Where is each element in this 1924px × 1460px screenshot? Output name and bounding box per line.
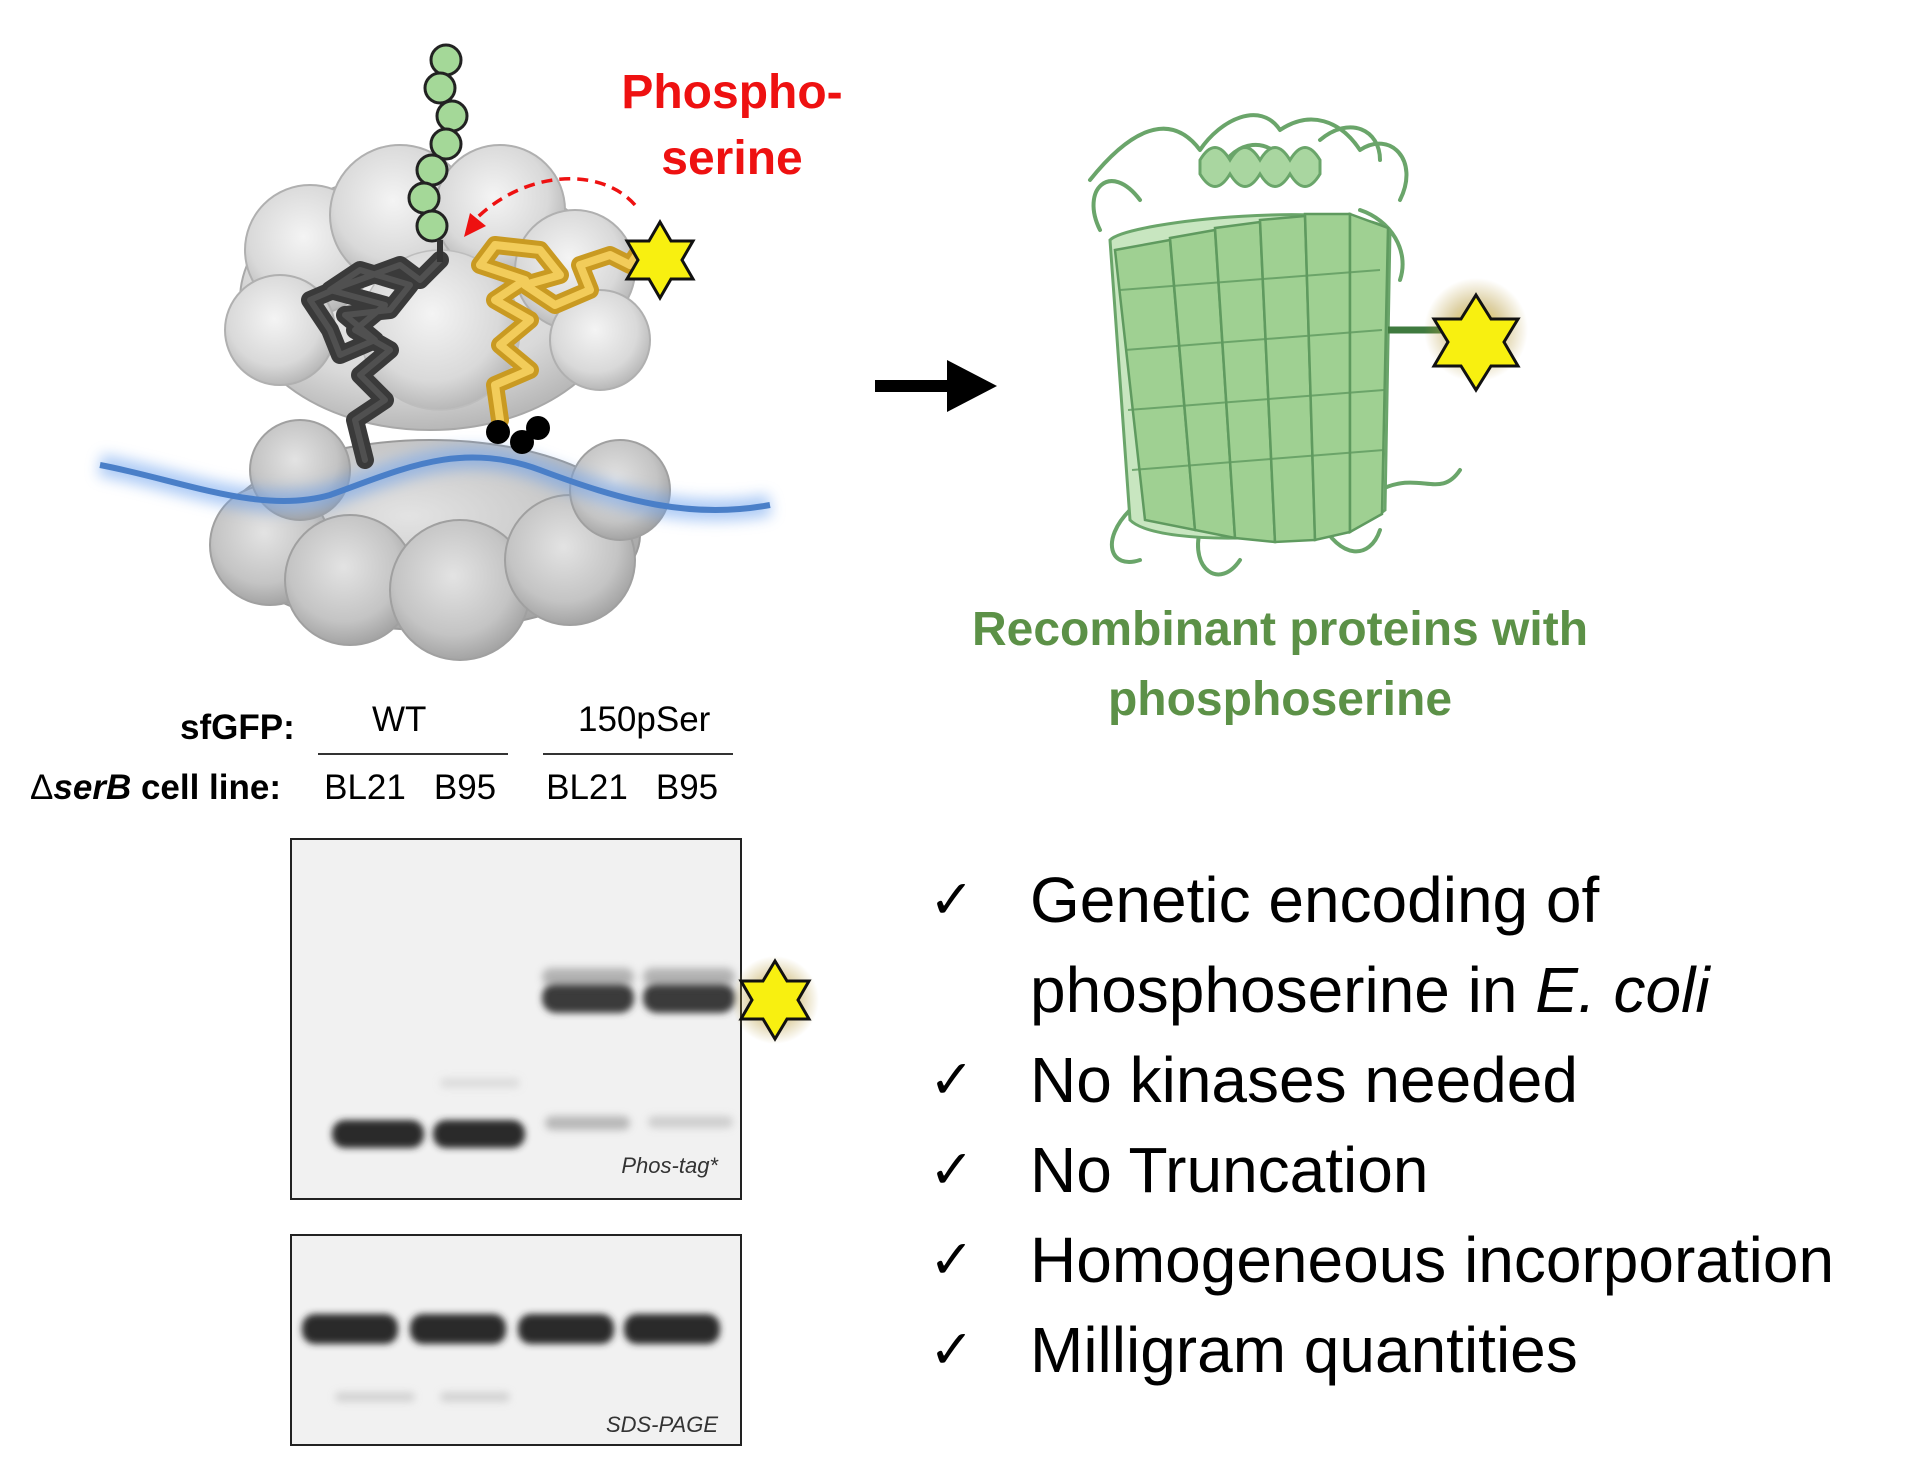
sds-band-2 bbox=[410, 1314, 506, 1344]
phos-tag-label: Phos-tag* bbox=[621, 1153, 719, 1178]
gfp-structure-illustration bbox=[1088, 113, 1528, 577]
sds-page-gel: SDS-PAGE bbox=[290, 1234, 742, 1446]
group-underline-wt bbox=[318, 753, 508, 755]
phos-tag-gel: Phos-tag* bbox=[290, 838, 742, 1200]
check-item-2-text: No kinases needed bbox=[1030, 1044, 1578, 1116]
lane-label-3: BL21 bbox=[546, 768, 628, 807]
sds-band-4 bbox=[624, 1314, 720, 1344]
check-mark-icon: ✓ bbox=[929, 1228, 975, 1291]
mrna-strand bbox=[97, 446, 773, 522]
protein-caption: Recombinant proteins with phosphoserine bbox=[900, 595, 1660, 735]
check-item-4-text: Homogeneous incorporation bbox=[1030, 1224, 1835, 1296]
check-item-4: ✓ Homogeneous incorporation bbox=[929, 1215, 1895, 1305]
gel-band-wt-b95 bbox=[433, 1120, 525, 1148]
sfgfp-label: sfGFP: bbox=[180, 708, 295, 747]
check-mark-icon: ✓ bbox=[929, 1048, 975, 1111]
check-item-1-text: Genetic encoding of bbox=[1030, 864, 1600, 936]
peptide-chain bbox=[407, 43, 469, 243]
gfp-helix bbox=[1198, 146, 1322, 188]
group-label-wt: WT bbox=[372, 700, 427, 739]
phosphate-star-ribosome bbox=[624, 219, 696, 301]
cell-line-label: ΔserB cell line: bbox=[30, 768, 281, 808]
check-mark-icon: ✓ bbox=[929, 868, 975, 931]
protein-caption-line1: Recombinant proteins with bbox=[971, 603, 1589, 656]
check-mark-icon: ✓ bbox=[929, 1318, 975, 1381]
protein-caption-line2: phosphoserine bbox=[1107, 673, 1453, 726]
check-item-1-text-line2: phosphoserine in E. coli bbox=[1030, 945, 1710, 1035]
phospho-band-star-icon bbox=[731, 956, 819, 1044]
group-label-150pser: 150pSer bbox=[578, 700, 711, 739]
check-mark-icon: ✓ bbox=[929, 1138, 975, 1201]
gel-band-wt-bl21 bbox=[332, 1120, 424, 1148]
right-arrow-icon bbox=[875, 360, 997, 412]
lane-label-4: B95 bbox=[655, 768, 719, 807]
phosphoserine-label-line2: serine bbox=[661, 132, 803, 185]
gfp-beta-barrel bbox=[1108, 212, 1392, 544]
check-item-3-text: No Truncation bbox=[1030, 1134, 1429, 1206]
cell-line-gene: serB bbox=[53, 768, 132, 807]
check-item-5-text: Milligram quantities bbox=[1030, 1314, 1578, 1386]
trna-aminoacyl bbox=[471, 236, 649, 429]
check-item-1: ✓ Genetic encoding of phosphoserine in E… bbox=[929, 855, 1895, 1035]
anticodon-dots bbox=[486, 416, 550, 454]
check-item-1-plain: phosphoserine in bbox=[1030, 954, 1536, 1026]
sds-band-3 bbox=[518, 1314, 614, 1344]
lane-label-1: BL21 bbox=[324, 768, 406, 807]
sds-page-label: SDS-PAGE bbox=[606, 1412, 718, 1437]
group-underline-150pser bbox=[543, 753, 733, 755]
lane-label-2: B95 bbox=[433, 768, 497, 807]
check-item-2: ✓ No kinases needed bbox=[929, 1035, 1895, 1125]
transfer-arrow bbox=[468, 177, 637, 227]
ribosome-illustration bbox=[97, 43, 773, 661]
cell-line-rest: cell line: bbox=[131, 768, 281, 807]
check-item-1-italic: E. coli bbox=[1535, 954, 1710, 1026]
transfer-arrowhead bbox=[464, 213, 486, 237]
phosphoserine-label-line1: Phospho- bbox=[621, 66, 843, 119]
trna-peptidyl bbox=[301, 251, 449, 469]
sds-band-1 bbox=[302, 1314, 398, 1344]
check-item-3: ✓ No Truncation bbox=[929, 1125, 1895, 1215]
gel-band-pser-b95 bbox=[643, 983, 735, 1013]
phosphoserine-label: Phospho- serine bbox=[612, 60, 852, 192]
gel-band-pser-bl21 bbox=[542, 983, 634, 1013]
phosphate-star-protein bbox=[1431, 292, 1521, 393]
check-item-5: ✓ Milligram quantities bbox=[929, 1305, 1895, 1395]
cell-line-delta: Δ bbox=[30, 768, 54, 807]
